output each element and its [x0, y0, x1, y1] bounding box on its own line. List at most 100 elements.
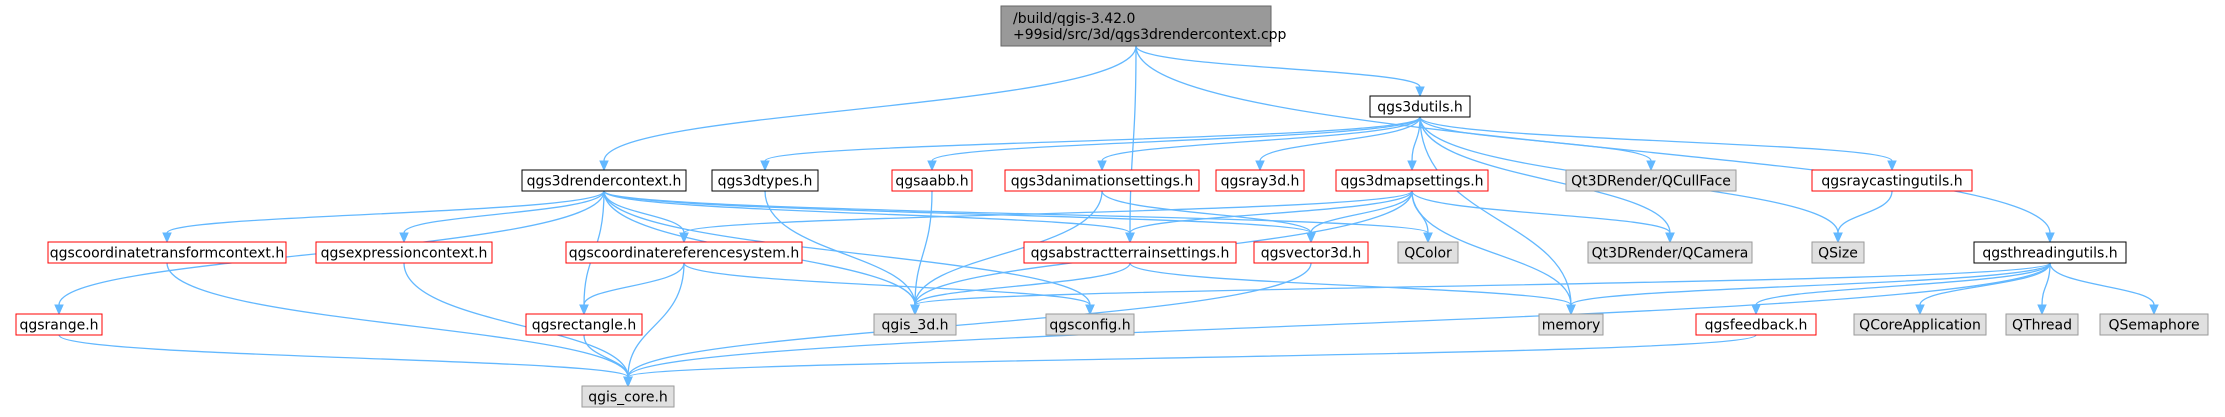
- node-label: qgsfeedback.h: [1705, 318, 1808, 334]
- node-label: QCoreApplication: [1859, 318, 1981, 334]
- node-utils_h[interactable]: qgs3dutils.h: [1369, 95, 1471, 118]
- edge-root-to-threads_h: [1135, 45, 2055, 244]
- node-label: Qt3DRender/QCamera: [1592, 246, 1749, 262]
- node-label: QSemaphore: [2108, 318, 2199, 334]
- node-config_h[interactable]: qgsconfig.h: [1045, 313, 1135, 336]
- node-rect_h[interactable]: qgsrectangle.h: [525, 313, 643, 336]
- node-cotrans_h[interactable]: qgscoordinatetransformcontext.h: [47, 241, 287, 264]
- edge-mapset_h-to-crs_h: [679, 190, 1413, 244]
- edge-vec3d_h-to-core_h: [623, 262, 1312, 388]
- node-rctx_h[interactable]: qgs3drendercontext.h: [521, 169, 687, 192]
- node-box: [1215, 169, 1305, 192]
- node-qcolor[interactable]: QColor: [1397, 241, 1459, 264]
- edge-crs_h-to-config_h: [683, 262, 1095, 316]
- node-exprctx_h[interactable]: qgsexpressioncontext.h: [315, 241, 493, 264]
- edge-root-to-utils_h: [1135, 45, 1425, 98]
- node-label: QThread: [2012, 318, 2072, 334]
- edge-threads_h-to-qgis3d_h: [910, 262, 2051, 316]
- node-range_h[interactable]: qgsrange.h: [15, 313, 103, 336]
- node-core_h[interactable]: qgis_core.h: [581, 385, 675, 408]
- node-box: [15, 313, 103, 336]
- node-label: qgsthreadingutils.h: [1982, 246, 2117, 262]
- node-box: [525, 313, 643, 336]
- edge-threads_h-to-qcoreapp: [1915, 262, 2051, 316]
- node-box: [711, 169, 819, 192]
- node-label: memory: [1542, 318, 1601, 334]
- node-aabb_h[interactable]: qgsaabb.h: [891, 169, 973, 192]
- node-qcoreapp[interactable]: QCoreApplication: [1853, 313, 1987, 336]
- edge-mapset_h-to-qcamera: [1411, 190, 1675, 244]
- edge-range_h-to-core_h: [58, 334, 633, 388]
- node-label: qgis_core.h: [588, 390, 668, 406]
- edge-threads_h-to-memory: [1566, 262, 2051, 316]
- node-label: qgsvector3d.h: [1261, 246, 1362, 262]
- node-qsize[interactable]: QSize: [1811, 241, 1865, 264]
- node-label: qgscoordinatetransformcontext.h: [50, 246, 284, 262]
- node-box: [1004, 169, 1200, 192]
- node-box: [1565, 169, 1737, 192]
- edge-rctx_h-to-cotrans_h: [162, 190, 605, 244]
- node-box: [2005, 313, 2079, 336]
- node-qthread[interactable]: QThread: [2005, 313, 2079, 336]
- node-types_h[interactable]: qgs3dtypes.h: [711, 169, 819, 192]
- node-mapset_h[interactable]: qgs3dmapsettings.h: [1335, 169, 1489, 192]
- node-label: QSize: [1818, 246, 1858, 262]
- node-box: [2099, 313, 2209, 336]
- edge-crs_h-to-rect_h: [579, 262, 685, 316]
- node-box: [1369, 95, 1471, 118]
- node-box: [1973, 241, 2127, 264]
- edge-root-to-rctx_h: [599, 45, 1137, 172]
- edge-raycast_h-to-qsize: [1833, 190, 1893, 244]
- node-feedback_h[interactable]: qgsfeedback.h: [1695, 313, 1817, 336]
- node-box: [873, 313, 957, 336]
- node-box: [1253, 241, 1369, 264]
- node-terrain_h[interactable]: qgsabstractterrainsettings.h: [1023, 241, 1237, 264]
- edge-threads_h-to-core_h: [623, 262, 2051, 388]
- node-ray3d_h[interactable]: qgsray3d.h: [1215, 169, 1305, 192]
- node-raycast_h[interactable]: qgsraycastingutils.h: [1811, 169, 1973, 192]
- node-label: qgis_3d.h: [881, 318, 948, 334]
- node-box: [565, 241, 803, 264]
- node-label: QColor: [1404, 246, 1452, 262]
- node-label: qgsray3d.h: [1221, 174, 1300, 190]
- edge-mapset_h-to-terrain_h: [1125, 190, 1413, 244]
- node-label: qgscoordinatereferencesystem.h: [569, 246, 800, 262]
- edge-utils_h-to-aabb_h: [927, 116, 1421, 172]
- node-box: [1335, 169, 1489, 192]
- node-qcamera[interactable]: Qt3DRender/QCamera: [1587, 241, 1753, 264]
- node-box: [1811, 169, 1973, 192]
- node-label: qgsraycastingutils.h: [1821, 174, 1962, 190]
- edge-utils_h-to-anim_h: [1097, 116, 1421, 172]
- node-box: [1538, 313, 1604, 336]
- node-cullface[interactable]: Qt3DRender/QCullFace: [1565, 169, 1737, 192]
- node-qsem[interactable]: QSemaphore: [2099, 313, 2209, 336]
- edge-threads_h-to-qsem: [2049, 262, 2159, 316]
- node-box: [1397, 241, 1459, 264]
- node-qgis3d_h[interactable]: qgis_3d.h: [873, 313, 957, 336]
- edge-mapset_h-to-vec3d_h: [1306, 190, 1413, 244]
- node-box: [1000, 5, 1272, 47]
- node-anim_h[interactable]: qgs3danimationsettings.h: [1004, 169, 1200, 192]
- node-crs_h[interactable]: qgscoordinatereferencesystem.h: [565, 241, 803, 264]
- edge-terrain_h-to-qgis3d_h: [910, 262, 1131, 316]
- node-label: qgsaabb.h: [895, 174, 968, 190]
- node-box: [1811, 241, 1865, 264]
- node-threads_h[interactable]: qgsthreadingutils.h: [1973, 241, 2127, 264]
- node-label: +99sid/src/3d/qgs3drendercontext.cpp: [1013, 27, 1287, 43]
- node-box: [1695, 313, 1817, 336]
- node-box: [581, 385, 675, 408]
- node-box: [1023, 241, 1237, 264]
- node-box: [521, 169, 687, 192]
- node-label: /build/qgis-3.42.0: [1013, 11, 1135, 27]
- node-box: [1587, 241, 1753, 264]
- node-label: qgsrange.h: [19, 318, 98, 334]
- node-label: qgsrectangle.h: [532, 318, 636, 334]
- node-root[interactable]: /build/qgis-3.42.0+99sid/src/3d/qgs3dren…: [1000, 5, 1287, 47]
- node-box: [315, 241, 493, 264]
- node-label: qgs3dmapsettings.h: [1340, 174, 1483, 190]
- node-memory[interactable]: memory: [1538, 313, 1604, 336]
- node-vec3d_h[interactable]: qgsvector3d.h: [1253, 241, 1369, 264]
- node-box: [1045, 313, 1135, 336]
- node-box: [47, 241, 287, 264]
